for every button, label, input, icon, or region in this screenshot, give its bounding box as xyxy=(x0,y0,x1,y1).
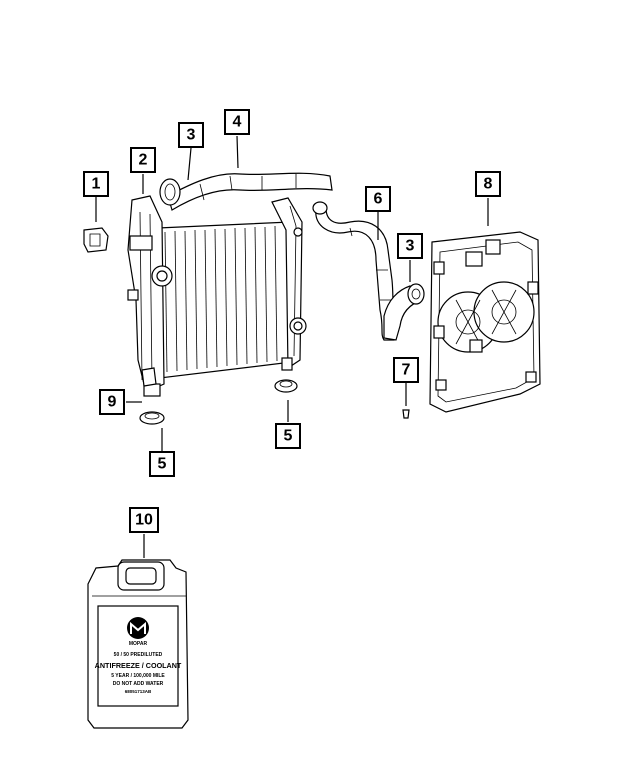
plug-right xyxy=(274,379,298,393)
svg-text:10: 10 xyxy=(135,512,153,529)
callout-5-right: 5 xyxy=(275,423,301,449)
leader-4 xyxy=(236,135,239,169)
push-pin xyxy=(402,409,410,419)
svg-text:8: 8 xyxy=(484,176,493,193)
callout-3-upper: 3 xyxy=(178,122,204,148)
svg-text:7: 7 xyxy=(402,362,411,379)
jug-label-line4: DO NOT ADD WATER xyxy=(113,681,164,687)
jug-label-line5: 68051713AB xyxy=(125,689,152,694)
jug-label-line1: 50 / 50 PREDILUTED xyxy=(114,652,163,658)
callout-4: 4 xyxy=(224,109,250,135)
callout-10: 10 xyxy=(129,507,159,533)
plug-left xyxy=(139,411,165,425)
jug-label-line2: ANTIFREEZE / COOLANT xyxy=(95,661,182,670)
svg-text:9: 9 xyxy=(108,394,117,411)
jug-brand: MOPAR xyxy=(129,641,148,647)
svg-text:4: 4 xyxy=(233,114,242,131)
leader-3a xyxy=(187,147,192,181)
svg-text:1: 1 xyxy=(92,176,101,193)
callout-8: 8 xyxy=(475,171,501,197)
callout-2: 2 xyxy=(130,147,156,173)
svg-text:5: 5 xyxy=(158,456,167,473)
drain-cock xyxy=(141,367,157,387)
callout-6: 6 xyxy=(365,186,391,212)
jug-label-line3: 5 YEAR / 100,000 MILE xyxy=(111,673,165,679)
callout-7: 7 xyxy=(393,357,419,383)
svg-text:3: 3 xyxy=(406,238,415,255)
svg-text:5: 5 xyxy=(284,428,293,445)
fan-shroud xyxy=(429,231,541,413)
svg-text:2: 2 xyxy=(139,152,148,169)
svg-text:6: 6 xyxy=(374,191,383,208)
callout-1: 1 xyxy=(83,171,109,197)
coolant-jug xyxy=(87,559,189,729)
callout-5-left: 5 xyxy=(149,451,175,477)
callout-9: 9 xyxy=(99,389,125,415)
upper-hose xyxy=(159,172,333,211)
radiator xyxy=(127,195,307,397)
mopar-logo-icon xyxy=(127,617,149,639)
svg-text:3: 3 xyxy=(187,127,196,144)
drain-clip xyxy=(83,227,109,253)
lower-hose xyxy=(312,201,395,341)
callout-3-lower: 3 xyxy=(397,233,423,259)
lower-hose-elbow xyxy=(383,283,425,341)
